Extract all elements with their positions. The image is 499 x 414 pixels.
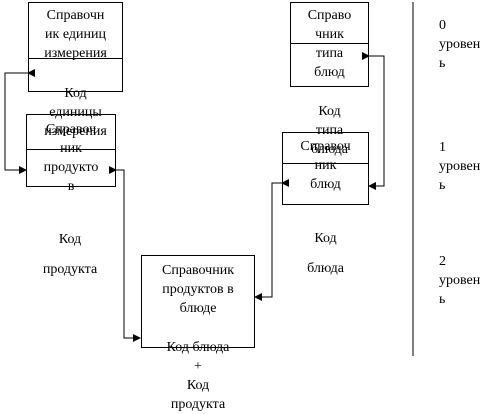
connector-products-dishproducts — [109, 166, 141, 342]
connector-dishes-dishproducts — [254, 179, 289, 301]
dishes-table — [282, 132, 369, 205]
units-table — [28, 2, 123, 92]
products-table-key: Код продукта — [42, 232, 98, 277]
dish-products-table-key: Код блюда + Код продукта — [166, 340, 230, 412]
level-label-1: 1 уровен ь — [439, 140, 481, 193]
level-label-2: 2 уровен ь — [439, 254, 481, 307]
products-table-title: Справоч ник продукто в — [43, 122, 99, 194]
units-table-title: Справочн ик единиц измерения — [44, 8, 107, 61]
level-label-0: 0 уровен ь — [439, 18, 481, 71]
dish-products-table-title: Справочник продуктов в блюде — [161, 263, 235, 316]
units-table-key: Код единицы измерения — [44, 86, 107, 139]
dish-types-table-title: Справо чник типа блюд — [307, 8, 352, 80]
dishes-table-title: Справоч ник блюд — [300, 139, 351, 192]
dishes-table-key: Код блюда — [307, 231, 344, 276]
products-table — [26, 114, 116, 187]
connector-units-products — [4, 69, 35, 174]
connector-dishtypes-dishes — [362, 52, 385, 190]
dish-types-table — [290, 2, 369, 87]
dish-products-table — [141, 255, 255, 348]
dish-types-table-key: Код типа блюда — [311, 104, 348, 157]
